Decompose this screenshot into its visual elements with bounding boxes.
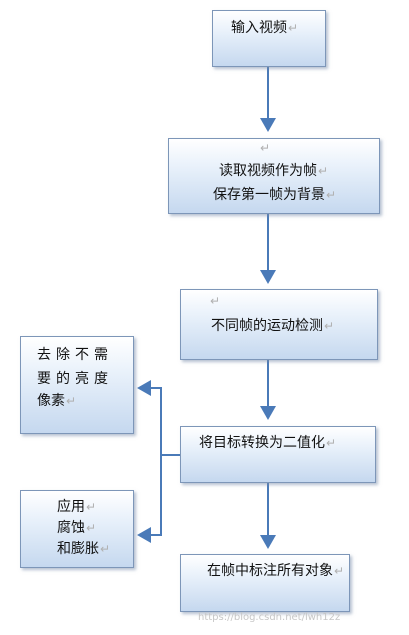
node-annotate-objects-text: 在帧中标注所有对象↵ [207,559,344,583]
node-annotate-objects-label: 在帧中标注所有对象 [207,563,333,579]
node-erode-dilate: 应用↵ 腐蚀↵ 和膨胀↵ [20,490,134,568]
node-motion-detect: ↵ 不同帧的运动检测↵ [180,289,378,360]
return-mark: ↵ [260,141,271,155]
node-erode-dilate-label-1: 应用 [57,499,85,515]
node-erode-dilate-label-2: 腐蚀 [57,520,85,536]
return-mark: ↵ [66,394,77,408]
return-mark: ↵ [326,436,337,450]
return-mark: ↵ [334,564,345,578]
node-read-frames-label-2: 保存第一帧为背景 [213,187,325,203]
watermark: https://blog.csdn.net/lwh12z [198,612,341,623]
node-binarize-text: 将目标转换为二值化↵ [199,431,336,455]
node-input-video: 输入视频↵ [212,10,326,67]
node-remove-pixels-label-3: 像素 [37,393,65,409]
node-input-video-label: 输入视频 [231,20,287,36]
node-erode-dilate-line1: 应用↵ [57,495,96,519]
return-mark: ↵ [288,21,299,35]
arrow-to-morph [137,455,162,543]
return-mark: ↵ [210,294,221,308]
node-input-video-text: 输入视频↵ [231,16,298,40]
node-motion-detect-text: 不同帧的运动检测↵ [211,314,334,338]
node-erode-dilate-label-3: 和膨胀 [57,541,99,557]
return-mark: ↵ [86,521,97,535]
node-read-frames-line2: 保存第一帧为背景↵ [213,183,336,207]
arrow-to-remove [137,380,162,455]
node-annotate-objects: 在帧中标注所有对象↵ [180,554,350,612]
node-binarize-label: 将目标转换为二值化 [199,435,325,451]
node-erode-dilate-line2: 腐蚀↵ [57,516,96,540]
node-read-frames-line1: 读取视频作为帧↵ [219,159,328,183]
return-mark: ↵ [86,500,97,514]
node-remove-pixels-line3: 像素↵ [37,389,76,413]
return-mark: ↵ [324,319,335,333]
node-erode-dilate-line3: 和膨胀↵ [57,537,110,561]
return-mark: ↵ [318,164,329,178]
node-binarize: 将目标转换为二值化↵ [180,426,376,483]
return-mark: ↵ [100,542,111,556]
node-remove-pixels: 去除不需 要的亮度 像素↵ [20,336,134,434]
node-remove-pixels-label-2: 要的亮度 [37,371,113,387]
node-motion-detect-label: 不同帧的运动检测 [211,318,323,334]
node-remove-pixels-label-1: 去除不需 [37,347,113,363]
return-mark: ↵ [326,188,337,202]
node-read-frames: ↵ 读取视频作为帧↵ 保存第一帧为背景↵ [168,138,380,214]
node-read-frames-label-1: 读取视频作为帧 [219,163,317,179]
